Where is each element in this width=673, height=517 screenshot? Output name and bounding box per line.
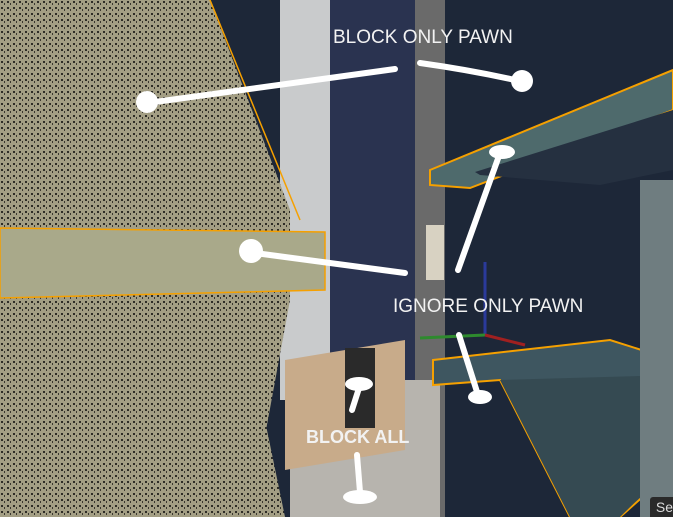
right-stone-wall: [640, 180, 673, 517]
label-ignore-only-pawn: IGNORE ONLY PAWN: [393, 296, 584, 317]
transform-gizmo[interactable]: [419, 262, 526, 347]
corner-button[interactable]: Se: [649, 497, 673, 517]
annotation-arrows: [152, 60, 518, 495]
window: [426, 225, 444, 280]
annotation-endpoints: [136, 70, 533, 504]
label-block-all: BLOCK ALL: [306, 427, 410, 447]
wooden-beam-block-all[interactable]: [0, 227, 326, 299]
label-block-only-pawn: BLOCK ONLY PAWN: [333, 27, 513, 48]
